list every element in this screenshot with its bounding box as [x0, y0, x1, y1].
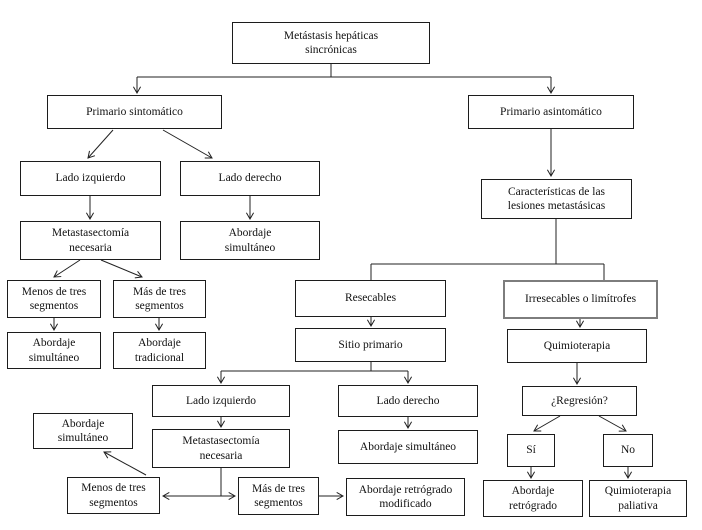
edge-regresion-to-no — [598, 415, 627, 432]
node-quimioterapia-paliativa: Quimioterapia paliativa — [589, 480, 687, 517]
node-menos-de-tres-segmentos-superior: Menos de tres segmentos — [7, 280, 101, 318]
node-si: Sí — [507, 434, 555, 467]
node-primario-asintomatico: Primario asintomático — [468, 95, 634, 129]
node-lado-izquierdo-superior: Lado izquierdo — [20, 161, 161, 196]
node-abordaje-simultaneo-lado-derecho: Abordaje simultáneo — [180, 221, 320, 260]
node-caracteristicas-lesiones-metastasicas: Características de las lesiones metastás… — [481, 179, 632, 219]
edge-sintomatico-to-lado-izquierdo — [87, 129, 114, 159]
node-abordaje-simultaneo-inferior: Abordaje simultáneo — [338, 430, 478, 464]
node-abordaje-simultaneo-menos-tres: Abordaje simultáneo — [7, 332, 101, 369]
node-metastasectomia-necesaria-inferior: Metastasectomía necesaria — [152, 429, 290, 468]
node-abordaje-retrogrado-modificado: Abordaje retrógrado modificado — [346, 478, 465, 516]
node-lado-izquierdo-inferior: Lado izquierdo — [152, 385, 290, 417]
node-lado-derecho-inferior: Lado derecho — [338, 385, 478, 417]
node-sitio-primario: Sitio primario — [295, 328, 446, 362]
node-lado-derecho-superior: Lado derecho — [180, 161, 320, 196]
node-mas-de-tres-segmentos-inferior: Más de tres segmentos — [238, 477, 319, 515]
node-mas-de-tres-segmentos-superior: Más de tres segmentos — [113, 280, 206, 318]
node-abordaje-retrogrado: Abordaje retrógrado — [483, 480, 583, 517]
edge-caracteristicas-split — [370, 219, 605, 280]
edge-sintomatico-to-lado-derecho — [162, 129, 213, 159]
node-no: No — [603, 434, 653, 467]
node-abordaje-tradicional: Abordaje tradicional — [113, 332, 206, 369]
node-abordaje-simultaneo-retrogrado: Abordaje simultáneo — [33, 413, 133, 449]
node-regresion: ¿Regresión? — [522, 386, 637, 416]
node-metastasectomia-necesaria-superior: Metastasectomía necesaria — [20, 221, 161, 260]
edge-root-split — [137, 64, 551, 78]
edge-menos-tres-inf-to-abordaje-simultaneo — [103, 451, 147, 476]
node-irresecables-o-limitrofes: Irresecables o limítrofes — [503, 280, 658, 319]
node-primario-sintomatico: Primario sintomático — [47, 95, 222, 129]
edge-regresion-to-si — [533, 415, 561, 432]
node-quimioterapia: Quimioterapia — [507, 329, 647, 363]
node-resecables: Resecables — [295, 280, 446, 317]
edge-metastasectomia-to-menos-tres — [53, 259, 81, 278]
node-metastasis-hepaticas-sincronicas: Metástasis hepáticas sincrónicas — [232, 22, 430, 64]
node-menos-de-tres-segmentos-inferior: Menos de tres segmentos — [67, 477, 160, 514]
edge-metastasectomia-to-mas-tres — [100, 259, 143, 279]
edge-sitio-primario-split — [221, 362, 408, 372]
